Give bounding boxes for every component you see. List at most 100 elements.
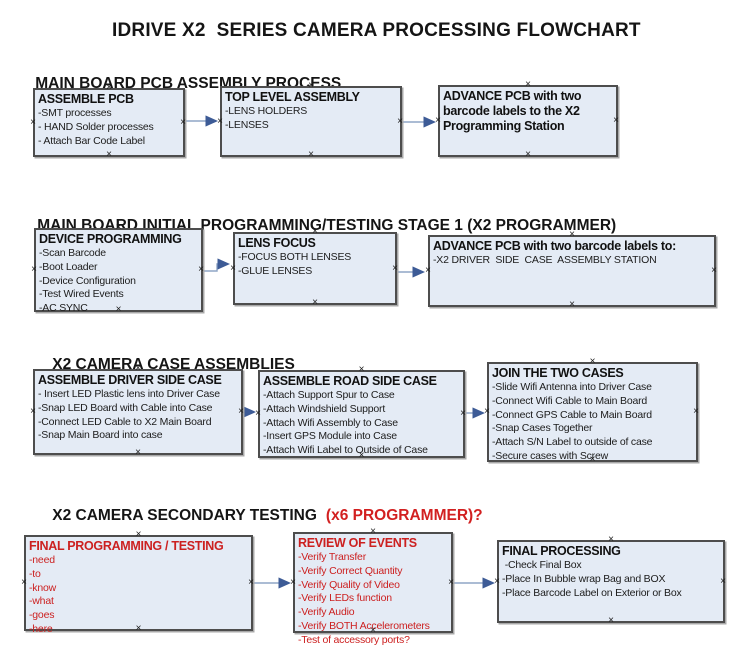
anchor-x-marker-icon: ×	[435, 115, 441, 126]
box-item: -Snap Main Board into case	[38, 429, 163, 442]
anchor-x-marker-icon: ×	[290, 576, 296, 588]
box-item: -need	[29, 554, 55, 566]
box-item: -X2 DRIVER SIDE CASE ASSEMBLY STATION	[433, 254, 657, 266]
box-item: -goes	[29, 609, 55, 622]
box-title: TOP LEVEL ASSEMBLY	[225, 90, 360, 104]
anchor-x-marker-icon: ×	[248, 577, 254, 588]
anchor-x-marker-icon: ×	[397, 115, 403, 127]
box-item: -Place Barcode Label on Exterior or Box	[502, 586, 682, 599]
box-title: JOIN THE TWO CASES	[492, 366, 624, 380]
box-item-list: - Insert LED Plastic lens into Driver Ca…	[38, 388, 238, 443]
box-item: -SMT processes	[38, 107, 112, 119]
box-item: -Connect Wifi Cable to Main Board	[492, 394, 648, 407]
anchor-x-marker-icon: ×	[135, 447, 141, 458]
box-item: -Snap LED Board with Cable into Case	[38, 401, 213, 414]
box-item-list: -Attach Support Spur to Case-Attach Wind…	[263, 389, 460, 458]
box-item-list: -Slide Wifi Antenna into Driver Case-Con…	[492, 381, 693, 464]
section-heading-text: X2 CAMERA CASE ASSEMBLIES	[52, 356, 295, 373]
flow-box-final-processing: FINAL PROCESSING -Check Final Box-Place …	[494, 535, 726, 626]
box-item: -Slide Wifi Antenna into Driver Case	[492, 381, 652, 393]
box-title: LENS FOCUS	[238, 236, 316, 250]
anchor-x-marker-icon: ×	[484, 406, 490, 417]
box-item: -LENS HOLDERS	[225, 105, 308, 117]
anchor-x-marker-icon: ×	[106, 149, 112, 160]
section-heading-highlight: (x6 PROGRAMMER)?	[325, 507, 483, 524]
anchor-x-marker-icon: ×	[30, 406, 36, 417]
box-item-list: -Scan Barcode-Boot Loader-Device Configu…	[39, 247, 198, 316]
box-title: DEVICE PROGRAMMING	[39, 232, 182, 246]
anchor-x-marker-icon: ×	[608, 615, 614, 626]
box-item: -Verify Audio	[298, 606, 355, 619]
anchor-x-marker-icon: ×	[238, 406, 244, 417]
box-item: -Device Configuration	[39, 274, 136, 287]
anchor-x-marker-icon: ×	[613, 115, 619, 126]
anchor-x-marker-icon: ×	[460, 408, 466, 419]
box-item: -Snap Cases Together	[492, 422, 593, 435]
box-item: - HAND Solder processes	[38, 120, 154, 133]
anchor-x-marker-icon: ×	[525, 149, 531, 160]
box-item: -Test of accessory ports?	[298, 633, 410, 646]
box-item: -Verify BOTH Accelerometers	[298, 619, 430, 632]
box-title: ADVANCE PCB with two barcode labels to:	[433, 239, 676, 253]
anchor-x-marker-icon: ×	[392, 262, 398, 274]
box-item: -here	[29, 622, 53, 635]
box-title: ASSEMBLE PCB	[38, 92, 134, 106]
box-item: -Check Final Box	[502, 559, 582, 571]
box-item: -Place In Bubble wrap Bag and BOX	[502, 572, 666, 585]
box-title: FINAL PROCESSING	[502, 544, 621, 558]
box-item-list: -LENS HOLDERS-LENSES	[225, 105, 397, 133]
box-item: -Connect GPS Cable to Main Board	[492, 408, 652, 421]
box-title: REVIEW OF EVENTS	[298, 536, 417, 550]
box-item: -Boot Loader	[39, 260, 98, 273]
flow-box-advance-pcb-driver-side-station: ADVANCE PCB with two barcode labels to: …	[425, 230, 717, 310]
box-item-list: -need-to-know-what-goes-here	[29, 554, 248, 637]
box-item: -Verify Correct Quantity	[298, 564, 403, 577]
anchor-x-marker-icon: ×	[425, 265, 431, 276]
flow-box-join-the-two-cases: JOIN THE TWO CASES -Slide Wifi Antenna i…	[484, 357, 699, 465]
anchor-x-marker-icon: ×	[230, 262, 236, 274]
box-item-list: -Check Final Box-Place In Bubble wrap Ba…	[502, 559, 720, 600]
section-heading-case-assemblies: X2 CAMERA CASE ASSEMBLIES	[35, 338, 295, 392]
box-item: -Insert GPS Module into Case	[263, 430, 397, 443]
box-title: ASSEMBLE DRIVER SIDE CASE	[38, 373, 222, 387]
box-item: -Verify Quality of Video	[298, 578, 400, 591]
anchor-x-marker-icon: ×	[217, 115, 223, 127]
box-item: -Verify Transfer	[298, 551, 366, 563]
anchor-x-marker-icon: ×	[720, 575, 726, 587]
box-item: -to	[29, 567, 41, 580]
flow-box-assemble-driver-side-case: ASSEMBLE DRIVER SIDE CASE - Insert LED P…	[30, 364, 244, 458]
box-item: -Scan Barcode	[39, 247, 106, 259]
box-title: FINAL PROGRAMMING / TESTING	[29, 539, 224, 553]
box-item: -Test Wired Events	[39, 288, 124, 301]
box-item: -LENSES	[225, 118, 269, 131]
anchor-x-marker-icon: ×	[569, 299, 575, 310]
box-item: -GLUE LENSES	[238, 264, 313, 277]
anchor-x-marker-icon: ×	[308, 149, 314, 160]
anchor-x-marker-icon: ×	[31, 264, 37, 275]
anchor-x-marker-icon: ×	[30, 116, 36, 128]
box-item-list: -Verify Transfer-Verify Correct Quantity…	[298, 551, 448, 648]
flow-box-advance-pcb-programming-station: ADVANCE PCB with two barcode labels to t…	[435, 80, 619, 160]
anchor-x-marker-icon: ×	[711, 265, 717, 276]
box-item: -Secure cases with Screw	[492, 449, 608, 462]
box-item: -Attach Wifi Assembly to Case	[263, 416, 398, 429]
box-item: -FOCUS BOTH LENSES	[238, 251, 352, 263]
flow-box-review-of-events: REVIEW OF EVENTS -Verify Transfer-Verify…	[290, 527, 454, 646]
flow-arrow-elbow	[203, 258, 231, 272]
flow-box-lens-focus: LENS FOCUS -FOCUS BOTH LENSES-GLUE LENSE…	[230, 227, 398, 308]
box-item: - Attach Bar Code Label	[38, 134, 145, 147]
anchor-x-marker-icon: ×	[693, 406, 699, 417]
box-item: -Connect LED Cable to X2 Main Board	[38, 415, 212, 428]
flow-box-assemble-road-side-case: ASSEMBLE ROAD SIDE CASE -Attach Support …	[255, 365, 466, 461]
box-item: -Attach S/N Label to outside of case	[492, 436, 653, 449]
box-item-list: -X2 DRIVER SIDE CASE ASSEMBLY STATION	[433, 254, 711, 268]
box-item: -know	[29, 581, 57, 594]
flow-box-assemble-pcb: ASSEMBLE PCB -SMT processes- HAND Solder…	[30, 83, 186, 160]
anchor-x-marker-icon: ×	[255, 408, 261, 419]
box-title: ADVANCE PCB with two barcode labels to t…	[443, 89, 582, 133]
box-item-list: -SMT processes- HAND Solder processes- A…	[38, 107, 180, 148]
anchor-x-marker-icon: ×	[494, 575, 500, 587]
box-item: -Attach Wifi Label to Outside of Case	[263, 444, 428, 457]
flow-box-device-programming: DEVICE PROGRAMMING -Scan Barcode-Boot Lo…	[31, 223, 204, 315]
